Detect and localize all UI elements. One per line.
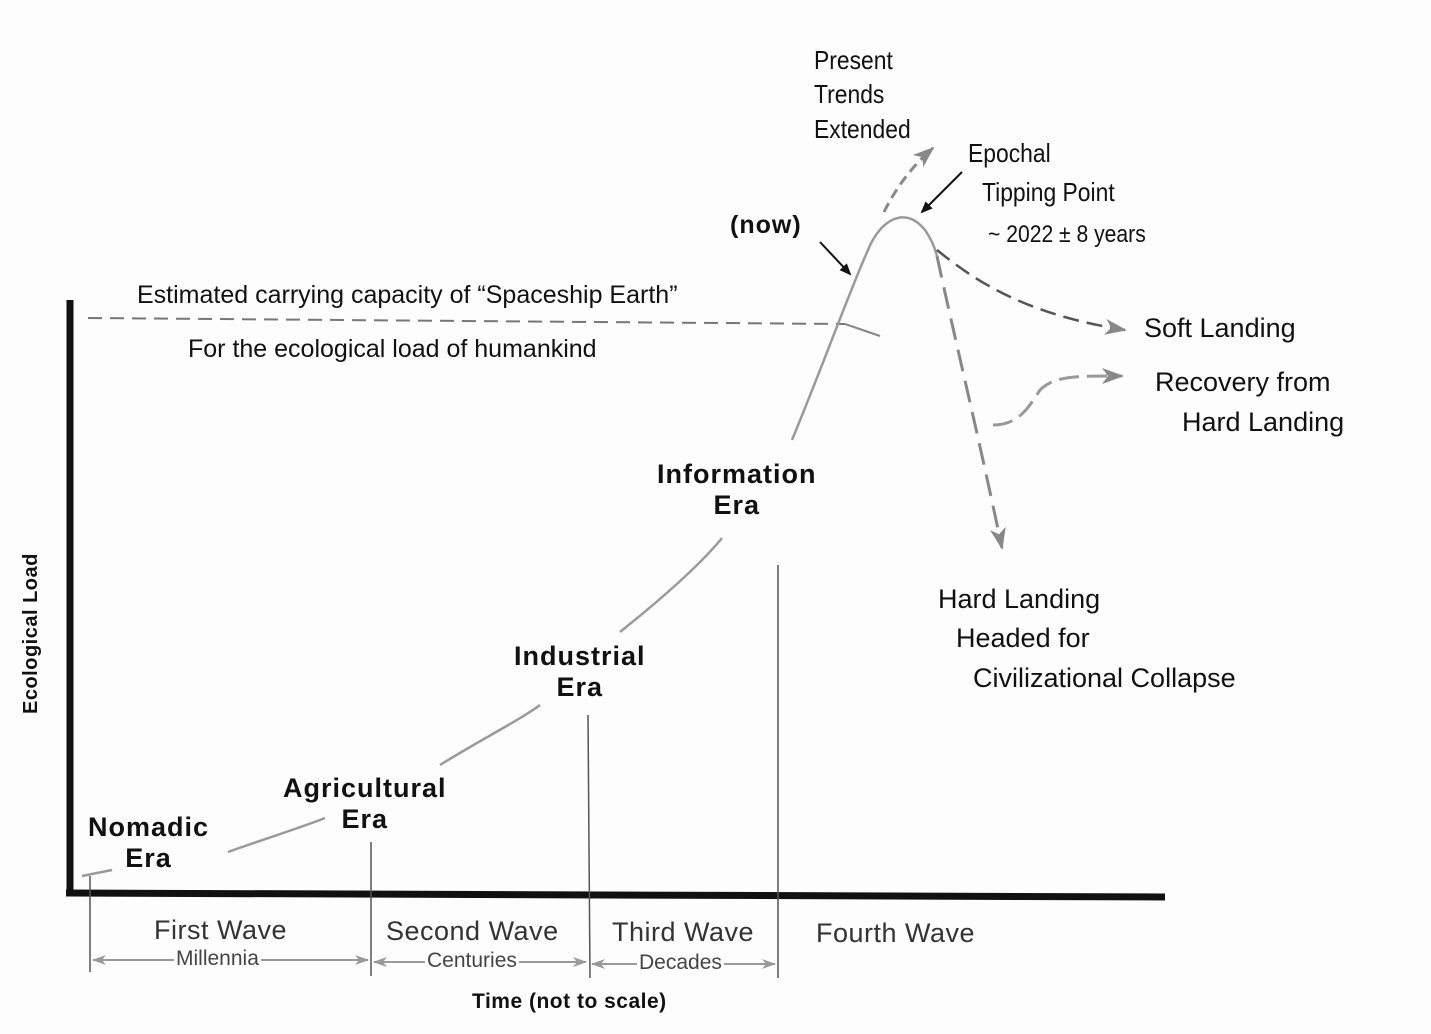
x-axis-label: Time (not to scale) <box>472 990 667 1013</box>
soft-landing-arrow <box>936 249 1127 335</box>
hard-landing-line2: Headed for <box>956 623 1090 653</box>
divider-industrial <box>587 714 591 979</box>
now-pointer <box>819 241 852 276</box>
wave-first: First Wave <box>154 915 287 945</box>
era-industrial-line1: Industrial <box>514 641 646 671</box>
soft-landing-label: Soft Landing <box>1144 313 1296 343</box>
wave-third: Third Wave <box>612 917 755 947</box>
tipping-point-pointer <box>920 171 963 214</box>
hard-landing-arrow <box>935 255 1006 550</box>
hard-landing-line3: Civilizational Collapse <box>973 663 1236 693</box>
era-information: Information Era <box>657 459 817 521</box>
tipping-point-line2: Tipping Point <box>982 177 1115 207</box>
y-axis-label: Ecological Load <box>20 553 42 714</box>
carrying-capacity-tail <box>844 323 881 337</box>
span-millennia: Millennia <box>174 947 261 972</box>
span-centuries: Centuries <box>425 949 519 974</box>
era-agricultural: Agricultural Era <box>283 773 447 835</box>
era-nomadic-line1: Nomadic <box>88 812 210 842</box>
era-industrial: Industrial Era <box>514 641 646 703</box>
carrying-capacity-sublabel: For the ecological load of humankind <box>188 335 597 363</box>
x-axis <box>65 889 1166 901</box>
recovery-arrow <box>992 367 1124 427</box>
tipping-point-line1: Epochal <box>968 138 1051 168</box>
recovery-line1: Recovery from <box>1155 367 1331 397</box>
present-trends-line3: Extended <box>814 113 911 144</box>
era-industrial-line2: Era <box>556 672 604 703</box>
wave-second: Second Wave <box>386 916 559 946</box>
span-decades: Decades <box>637 951 724 976</box>
era-agricultural-line1: Agricultural <box>283 773 447 803</box>
present-trends-arrow <box>882 146 935 213</box>
ecological-load-curve <box>81 216 939 878</box>
era-nomadic-line2: Era <box>125 843 172 874</box>
era-information-line2: Era <box>713 490 761 521</box>
era-nomadic: Nomadic Era <box>88 812 209 874</box>
tipping-point-line3: ~ 2022 ± 8 years <box>988 221 1146 248</box>
era-information-line1: Information <box>657 459 817 489</box>
present-trends-line2: Trends <box>814 79 885 110</box>
carrying-capacity-label: Estimated carrying capacity of “Spaceshi… <box>137 281 678 309</box>
hard-landing-line1: Hard Landing <box>938 584 1101 614</box>
now-label: (now) <box>730 211 802 239</box>
recovery-line2: Hard Landing <box>1182 407 1345 437</box>
wave-fourth: Fourth Wave <box>816 918 976 948</box>
present-trends-label: Present Trends Extended <box>814 43 911 146</box>
present-trends-line1: Present <box>814 45 893 75</box>
carrying-capacity-line <box>87 317 846 325</box>
era-agricultural-line2: Era <box>341 804 389 835</box>
